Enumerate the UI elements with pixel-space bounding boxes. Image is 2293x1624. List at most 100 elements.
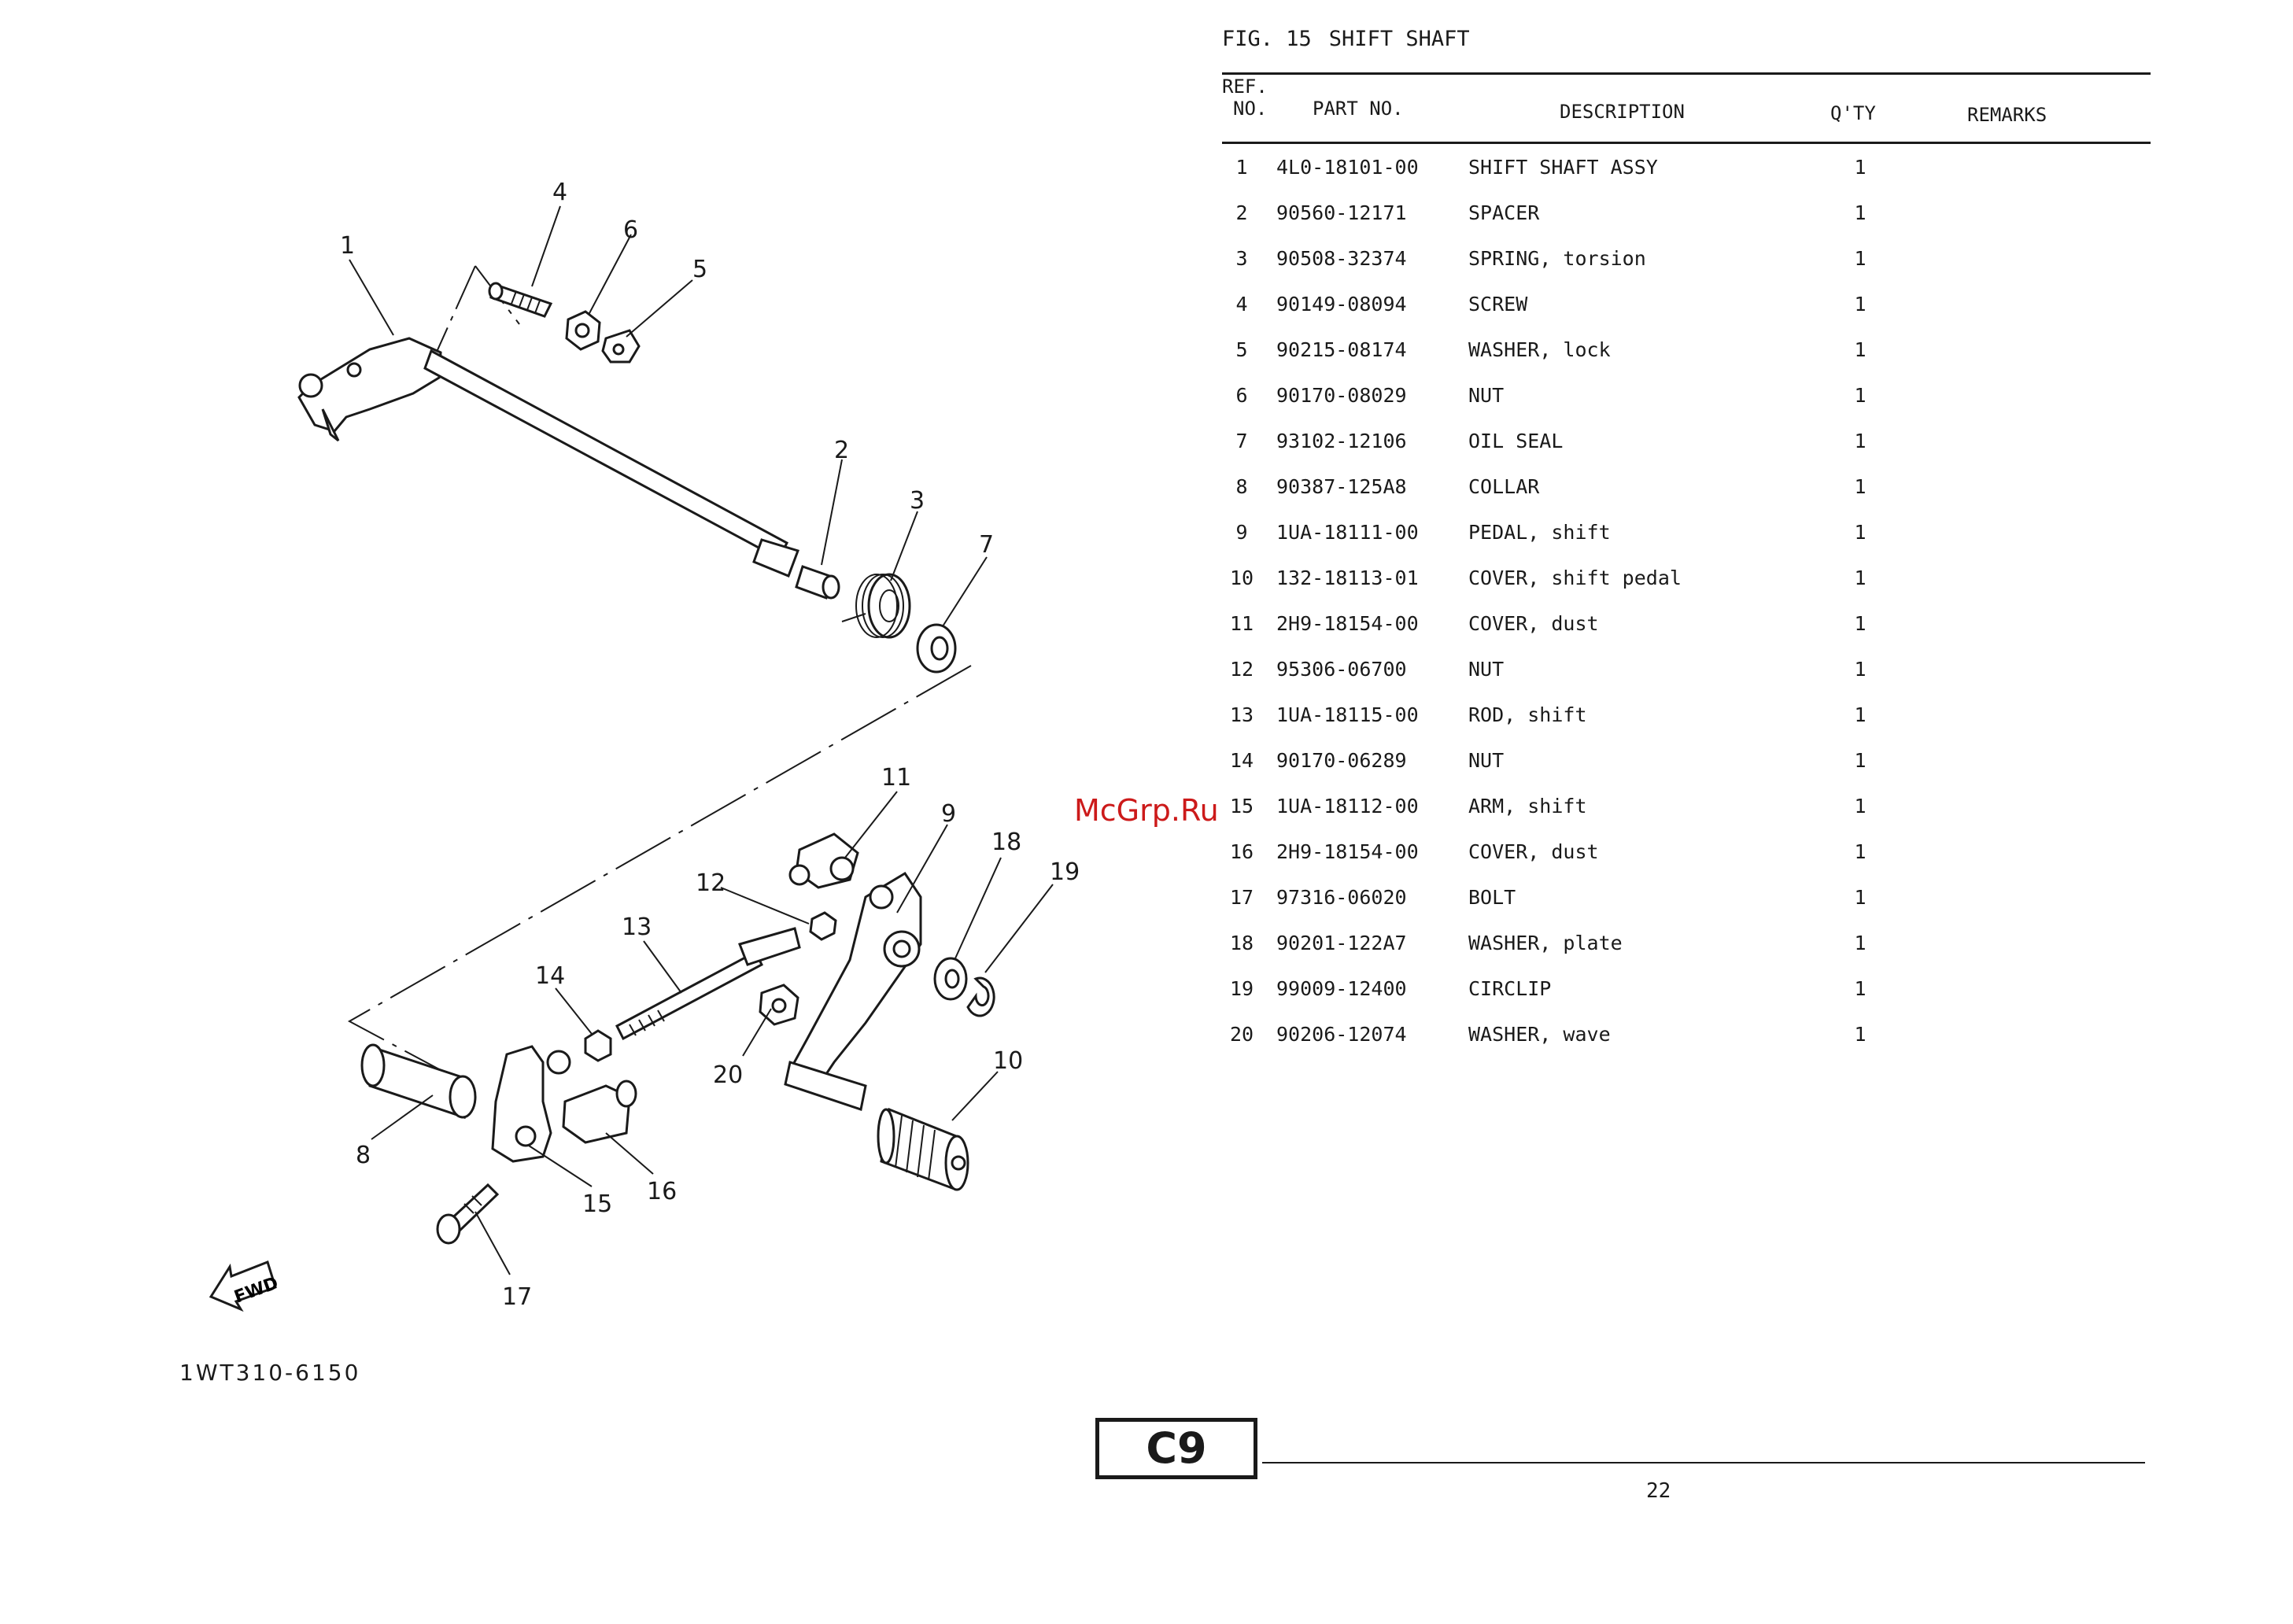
quantity: 1: [1854, 521, 1867, 544]
part-shift-pedal: [784, 871, 922, 1111]
quantity: 1: [1854, 567, 1867, 589]
callout-4: 4: [552, 179, 567, 206]
part-no: 90508-32374: [1276, 247, 1407, 270]
quantity: 1: [1854, 430, 1867, 452]
quantity: 1: [1854, 612, 1867, 635]
table-row: 11 2H9-18154-00 COVER, dust 1: [0, 612, 2293, 658]
figure-number: FIG. 15: [1222, 27, 1312, 51]
callout-8: 8: [356, 1142, 371, 1169]
part-no: 1UA-18111-00: [1276, 521, 1419, 544]
callout-3: 3: [910, 487, 925, 515]
table-row: 6 90170-08029 NUT 1: [0, 384, 2293, 430]
quantity: 1: [1854, 840, 1867, 863]
part-shift-shaft-assy: [297, 337, 799, 578]
part-no: 97316-06020: [1276, 886, 1407, 909]
callout-13: 13: [622, 914, 652, 941]
quantity: 1: [1854, 293, 1867, 316]
description: SPRING, torsion: [1468, 247, 1646, 270]
quantity: 1: [1854, 384, 1867, 407]
callout-14: 14: [535, 962, 565, 990]
callout-18: 18: [991, 829, 1021, 856]
column-header-ref-no: REF. NO.: [1222, 76, 1268, 120]
callout-6: 6: [623, 216, 638, 244]
ref-no: 19: [1229, 977, 1254, 1000]
table-row: 5 90215-08174 WASHER, lock 1: [0, 338, 2293, 384]
ref-no: 1: [1235, 156, 1248, 179]
description: NUT: [1468, 658, 1505, 681]
callout-17: 17: [502, 1283, 532, 1311]
description: WASHER, wave: [1468, 1023, 1611, 1046]
part-no: 90206-12074: [1276, 1023, 1407, 1046]
part-no: 90560-12171: [1276, 201, 1407, 224]
description: SPACER: [1468, 201, 1540, 224]
figure-name: SHIFT SHAFT: [1328, 27, 1470, 51]
table-row: 13 1UA-18115-00 ROD, shift 1: [0, 703, 2293, 749]
part-no: 2H9-18154-00: [1276, 840, 1419, 863]
callout-1: 1: [340, 232, 355, 260]
callout-16: 16: [647, 1178, 677, 1205]
column-header-part-no: PART NO.: [1313, 98, 1404, 120]
part-no: 1UA-18112-00: [1276, 795, 1419, 818]
part-oil-seal: [916, 623, 957, 674]
table-row: 4 90149-08094 SCREW 1: [0, 293, 2293, 338]
table-row: 15 1UA-18112-00 ARM, shift 1: [0, 795, 2293, 840]
table-row: 17 97316-06020 BOLT 1: [0, 886, 2293, 932]
ref-no: 6: [1235, 384, 1248, 407]
quantity: 1: [1854, 795, 1867, 818]
footer-rule: [1262, 1462, 2145, 1463]
ref-no: 14: [1229, 749, 1254, 772]
quantity: 1: [1854, 1023, 1867, 1046]
part-dust-cover-lower: [562, 1080, 637, 1144]
forward-direction-arrow: FWD: [209, 1260, 281, 1312]
part-circlip: [966, 976, 995, 1017]
description: CIRCLIP: [1468, 977, 1552, 1000]
part-torsion-spring: [841, 573, 911, 639]
table-row: 18 90201-122A7 WASHER, plate 1: [0, 932, 2293, 977]
description: COVER, dust: [1468, 840, 1599, 863]
part-no: 90215-08174: [1276, 338, 1407, 361]
ref-no: 10: [1229, 567, 1254, 589]
ref-no: 12: [1229, 658, 1254, 681]
quantity: 1: [1854, 201, 1867, 224]
ref-no: 2: [1235, 201, 1248, 224]
part-collar: [360, 1043, 477, 1120]
description: NUT: [1468, 749, 1505, 772]
table-row: 10 132-18113-01 COVER, shift pedal 1: [0, 567, 2293, 612]
quantity: 1: [1854, 475, 1867, 498]
callout-15: 15: [582, 1190, 612, 1218]
description: WASHER, plate: [1468, 932, 1623, 954]
ref-no: 20: [1229, 1023, 1254, 1046]
quantity: 1: [1854, 658, 1867, 681]
ref-no: 17: [1229, 886, 1254, 909]
column-header-description: DESCRIPTION: [1560, 101, 1685, 123]
section-label: C9: [1095, 1418, 1257, 1479]
callout-9: 9: [941, 800, 956, 828]
part-shift-pedal-cover: [877, 1107, 969, 1191]
table-row: 3 90508-32374 SPRING, torsion 1: [0, 247, 2293, 293]
part-screw: [488, 282, 553, 318]
callout-20: 20: [713, 1061, 743, 1089]
description: BOLT: [1468, 886, 1516, 909]
part-nut-8mm: [565, 310, 601, 351]
table-row: 8 90387-125A8 COLLAR 1: [0, 475, 2293, 521]
callout-7: 7: [979, 531, 994, 559]
part-shift-rod: [615, 927, 801, 1041]
callout-12: 12: [696, 869, 726, 897]
table-row: 1 4L0-18101-00 SHIFT SHAFT ASSY 1: [0, 156, 2293, 201]
part-no: 90170-06289: [1276, 749, 1407, 772]
column-header-remarks: REMARKS: [1967, 104, 2047, 126]
part-no: 2H9-18154-00: [1276, 612, 1419, 635]
quantity: 1: [1854, 977, 1867, 1000]
callout-2: 2: [834, 437, 849, 464]
part-no: 4L0-18101-00: [1276, 156, 1419, 179]
drawing-id: 1WT310-6150: [179, 1360, 361, 1386]
table-row: 9 1UA-18111-00 PEDAL, shift 1: [0, 521, 2293, 567]
part-nut-rod-lower: [584, 1029, 612, 1062]
part-dust-cover-upper: [788, 832, 859, 889]
description: PEDAL, shift: [1468, 521, 1611, 544]
ref-no: 11: [1229, 612, 1254, 635]
table-row: 7 93102-12106 OIL SEAL 1: [0, 430, 2293, 475]
ref-no: 9: [1235, 521, 1248, 544]
assembly-guide-line: [347, 665, 972, 1071]
quantity: 1: [1854, 156, 1867, 179]
